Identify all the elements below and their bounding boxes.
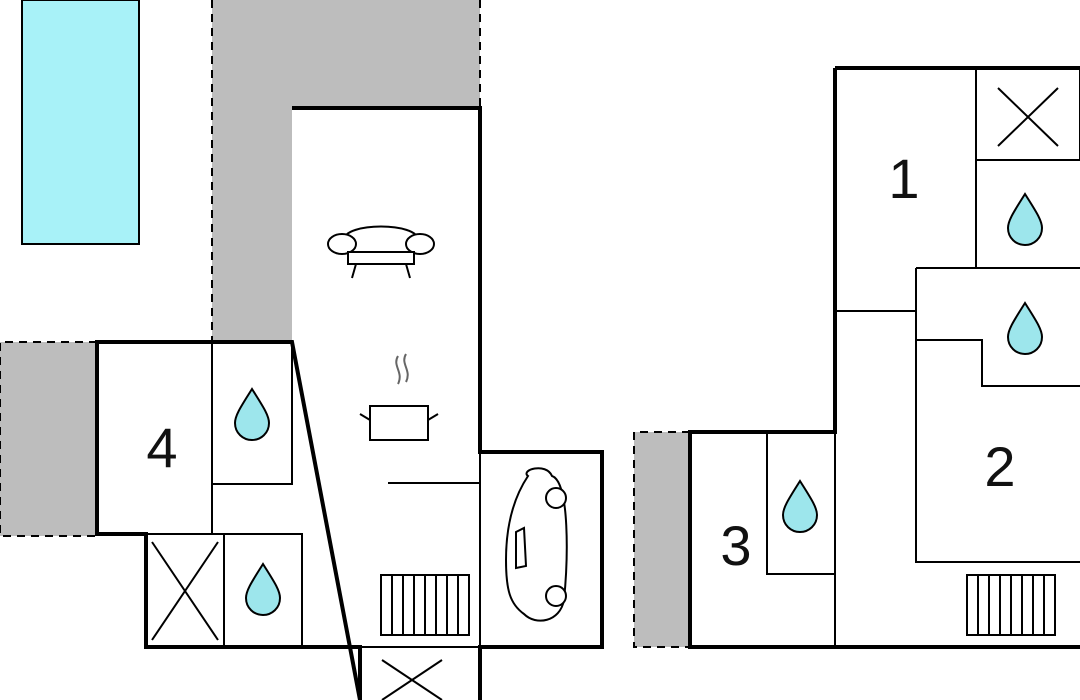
sofa-icon	[327, 225, 435, 279]
cooking-pot-icon	[359, 353, 439, 441]
left-building-interior	[146, 342, 481, 648]
room-label-2: 2	[984, 435, 1015, 498]
room-label-1: 1	[888, 147, 919, 210]
pool	[21, 0, 140, 245]
cross-icon	[381, 659, 443, 700]
water-drop-icon	[234, 388, 270, 441]
water-drop-icon	[1007, 302, 1043, 355]
terrace-right	[634, 432, 690, 647]
water-drop-icon	[782, 480, 818, 533]
terrace-left	[0, 342, 97, 536]
cross-icon	[976, 67, 1080, 160]
stairs-icon	[966, 574, 1056, 636]
car-icon	[504, 467, 568, 622]
stairs-icon	[380, 574, 470, 636]
left-building-walls	[95, 106, 604, 700]
terrace-top-edge	[211, 0, 481, 342]
room-label-4: 4	[146, 416, 177, 479]
terrace-top	[212, 0, 480, 342]
water-drop-icon	[1007, 193, 1043, 246]
right-building-interior	[766, 68, 1080, 647]
terrace-right-edge	[633, 431, 690, 648]
cross-icon	[151, 541, 219, 641]
terrace-left-edge	[0, 341, 97, 537]
room-label-3: 3	[720, 514, 751, 577]
water-drop-icon	[245, 563, 281, 616]
